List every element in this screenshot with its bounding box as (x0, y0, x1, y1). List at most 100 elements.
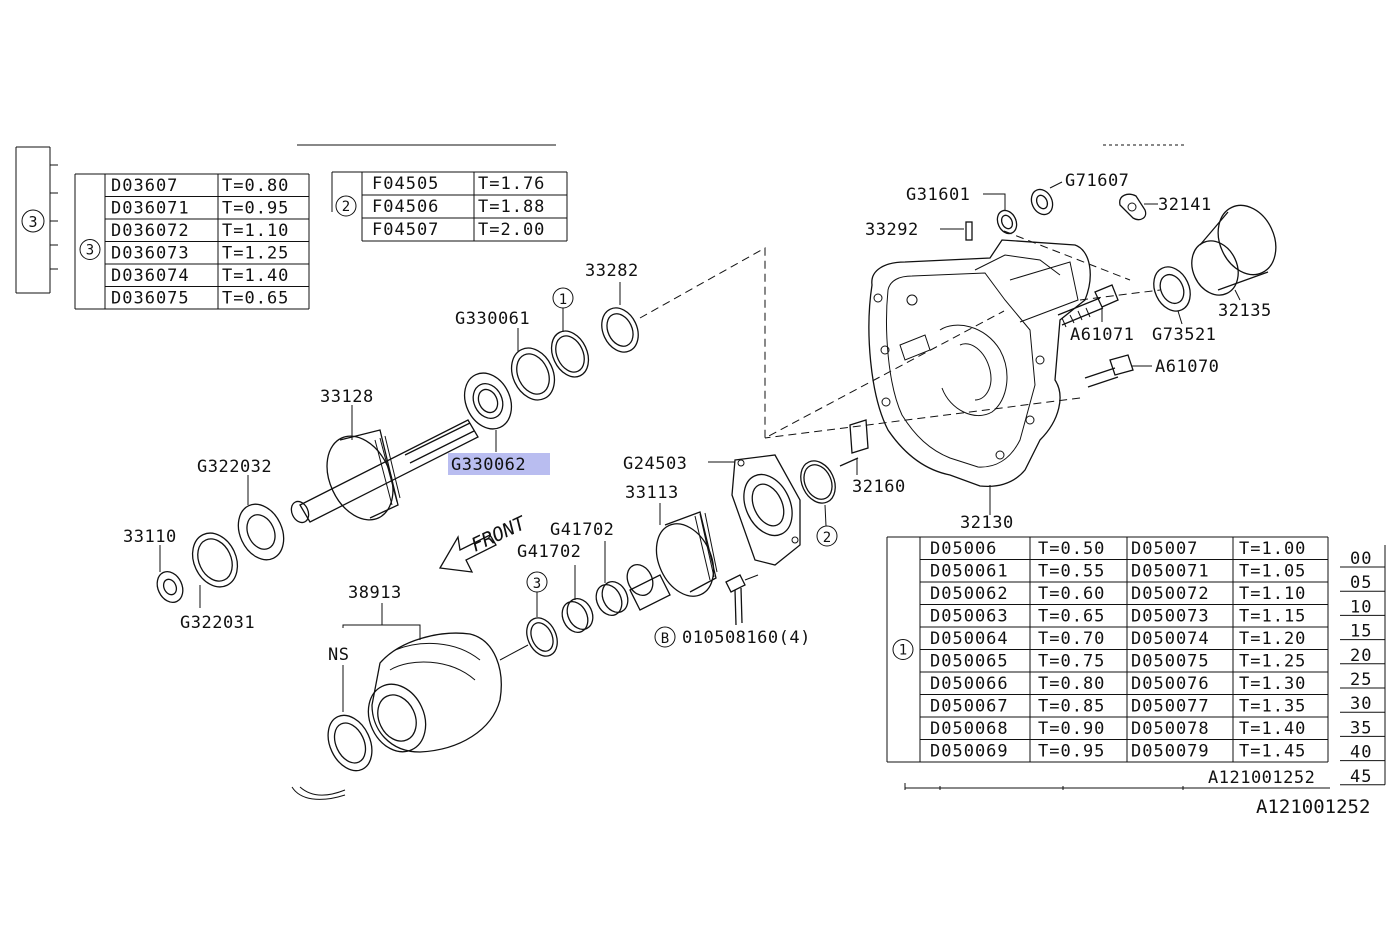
scale-tick-label: 05 (1350, 573, 1372, 593)
table1-part-a-cell: D050064 (930, 629, 1009, 649)
part-label-33128[interactable]: 33128 (320, 387, 374, 407)
table1-part-b-cell: D050074 (1131, 629, 1210, 649)
table1-thickness-b-cell: T=1.45 (1239, 742, 1306, 762)
svg-text:3: 3 (533, 576, 541, 592)
callout-b-bolt: B (654, 626, 676, 648)
figure-id-small: A121001252 (1208, 768, 1315, 788)
svg-text:1: 1 (559, 292, 567, 308)
part-label-33113[interactable]: 33113 (625, 483, 679, 503)
part-label-G73521[interactable]: G73521 (1152, 325, 1216, 345)
table3-thickness-cell: T=0.65 (222, 289, 289, 309)
part-label-A61070[interactable]: A61070 (1155, 357, 1219, 377)
table1-thickness-a-cell: T=0.80 (1038, 674, 1105, 694)
table-callout-label: 3 (86, 243, 94, 259)
part-010508160-bolt (725, 574, 759, 626)
part-label-G330062[interactable]: G330062 (451, 455, 526, 475)
part-label-32130[interactable]: 32130 (960, 513, 1014, 533)
part-G330061-race (510, 328, 556, 401)
svg-text:2: 2 (823, 530, 831, 546)
table2-part-cell: F04506 (372, 197, 439, 217)
part-label-G71607[interactable]: G71607 (1065, 171, 1129, 191)
part-label-33282[interactable]: 33282 (585, 261, 639, 281)
table1-part-b-cell: D050073 (1131, 607, 1210, 627)
table1-thickness-a-cell: T=0.90 (1038, 719, 1105, 739)
table3-part-cell: D036072 (111, 221, 190, 241)
part-label-33110[interactable]: 33110 (123, 527, 177, 547)
scale-tick-label: 40 (1350, 743, 1372, 763)
part-G71607-seal (1030, 181, 1063, 216)
part-label-G24503[interactable]: G24503 (623, 454, 687, 474)
table1-thickness-b-cell: T=1.40 (1239, 719, 1306, 739)
part-label-32135[interactable]: 32135 (1218, 301, 1272, 321)
table1-thickness-b-cell: T=1.25 (1239, 652, 1306, 672)
table3-part-cell: D036074 (111, 266, 190, 286)
part-label-38913[interactable]: 38913 (348, 583, 402, 603)
assembly-guide-lines (639, 230, 1161, 439)
part-label-G322031[interactable]: G322031 (180, 613, 255, 633)
part-G73521-seal (1153, 266, 1191, 325)
part-33292-pin (940, 221, 973, 241)
table1-part-a-cell: D050066 (930, 674, 1009, 694)
scale-tick-label: 30 (1350, 694, 1372, 714)
table-callout-label: 2 (342, 199, 350, 215)
table1-thickness-a-cell: T=0.95 (1038, 742, 1105, 762)
part-label-33292[interactable]: 33292 (865, 220, 919, 240)
part-32160-bracket (839, 419, 869, 475)
part-label-G322032[interactable]: G322032 (197, 457, 272, 477)
part-A61070-bolt (1084, 354, 1152, 388)
table2-thickness-cell: T=2.00 (478, 220, 545, 240)
part-label-32141[interactable]: 32141 (1158, 195, 1212, 215)
table-callout-label: 1 (899, 643, 907, 659)
table1-thickness-a-cell: T=0.50 (1038, 539, 1105, 559)
table1-thickness-a-cell: T=0.70 (1038, 629, 1105, 649)
part-33128-shaft (290, 405, 479, 524)
table1-part-b-cell: D050078 (1131, 719, 1210, 739)
scale-tick-label: 10 (1350, 597, 1372, 617)
table1-part-b-cell: D050077 (1131, 697, 1210, 717)
part-label-32160[interactable]: 32160 (852, 477, 906, 497)
table3-thickness-cell: T=0.95 (222, 199, 289, 219)
part-snap-ring-2 (800, 460, 836, 527)
table2-thickness-cell: T=1.76 (478, 174, 545, 194)
part-NS-seal (327, 714, 373, 772)
part-label-G41702-a[interactable]: G41702 (550, 520, 614, 540)
part-shim-1 (550, 308, 590, 378)
table1-part-a-cell: D050067 (930, 697, 1009, 717)
part-label-G31601[interactable]: G31601 (906, 185, 970, 205)
table3-part-cell: D036075 (111, 289, 190, 309)
table1-part-b-cell: D050075 (1131, 652, 1210, 672)
callout-2-ring: 2 (816, 525, 838, 547)
table1-thickness-b-cell: T=1.05 (1239, 562, 1306, 582)
table3-thickness-cell: T=1.10 (222, 221, 289, 241)
part-33282-race (601, 282, 639, 353)
part-G41702-bearing-b (595, 541, 629, 617)
table1-part-a-cell: D05006 (930, 539, 997, 559)
part-A61071-bolt (1057, 284, 1119, 328)
table2-thickness-cell: T=1.88 (478, 197, 545, 217)
table1-part-b-cell: D050076 (1131, 674, 1210, 694)
table1-thickness-b-cell: T=1.10 (1239, 584, 1306, 604)
callout-1-shim: 1 (552, 287, 574, 309)
table1-thickness-a-cell: T=0.85 (1038, 697, 1105, 717)
callout-3-label: 3 (28, 213, 37, 231)
table3-thickness-cell: T=1.25 (222, 244, 289, 264)
table1-thickness-b-cell: T=1.15 (1239, 607, 1306, 627)
part-32141-gasket (1119, 193, 1158, 221)
figure-id: A121001252 (1256, 796, 1370, 818)
table1-part-a-cell: D050061 (930, 562, 1009, 582)
table1-part-a-cell: D050069 (930, 742, 1009, 762)
table1-part-b-cell: D05007 (1131, 539, 1198, 559)
part-label-A61071[interactable]: A61071 (1070, 325, 1134, 345)
part-32135-sleeve (1191, 204, 1277, 301)
part-label-G41702-b[interactable]: G41702 (517, 542, 581, 562)
table-callout-circle (335, 195, 357, 217)
part-label-010508160[interactable]: 010508160(4) (682, 628, 811, 648)
part-label-G330061[interactable]: G330061 (455, 309, 530, 329)
table2-part-cell: F04507 (372, 220, 439, 240)
part-38913-boot (342, 603, 529, 753)
